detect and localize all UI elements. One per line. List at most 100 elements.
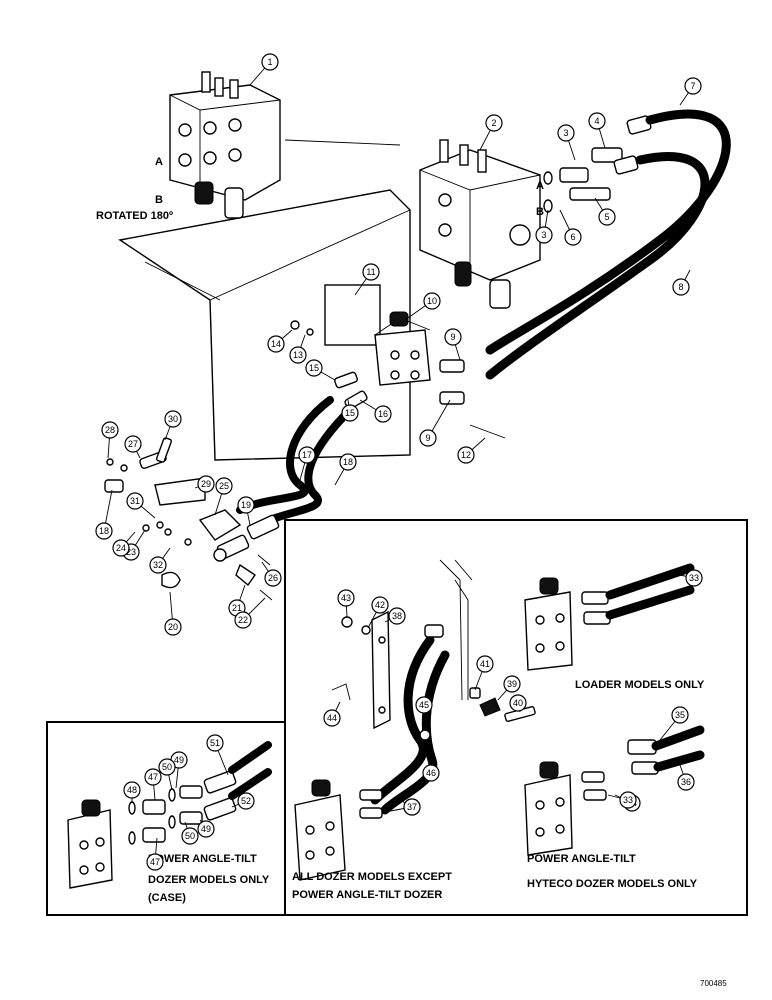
callout-number: 4 (594, 116, 599, 126)
callout-number: 33 (689, 573, 699, 583)
dozer-inset-parts (294, 559, 536, 881)
callout-10: 10 (404, 292, 441, 321)
callout-8: 8 (672, 269, 691, 296)
callout-17: 17 (298, 446, 316, 481)
callout-number: 41 (480, 659, 490, 669)
callout-26: 26 (261, 561, 282, 587)
callout-15: 15 (305, 359, 336, 381)
callout-number: 28 (105, 425, 115, 435)
divider-block (290, 284, 506, 439)
callout-35: 35 (659, 706, 689, 741)
callout-number: 30 (168, 414, 178, 424)
callout-49: 49 (197, 819, 215, 838)
callout-number: 31 (130, 496, 140, 506)
callout-number: 40 (513, 698, 523, 708)
callout-number: 5 (604, 212, 609, 222)
rotated-label: ROTATED 180º (96, 210, 173, 222)
callout-number: 24 (116, 543, 126, 553)
callout-20: 20 (164, 591, 182, 636)
callout-31: 31 (126, 492, 156, 519)
callout-37: 37 (384, 798, 421, 816)
callout-number: 52 (241, 796, 251, 806)
callout-7: 7 (679, 77, 702, 106)
control-valve (419, 139, 541, 309)
callout-22: 22 (234, 597, 266, 629)
loader-label: LOADER MODELS ONLY (575, 679, 705, 691)
callout-50: 50 (181, 821, 199, 845)
hoses-7-8 (485, 109, 731, 380)
coupling-assembly (104, 437, 280, 601)
callout-number: 1 (267, 57, 272, 67)
callout-number: 12 (461, 450, 471, 460)
callout-number: 27 (128, 439, 138, 449)
callout-18: 18 (95, 489, 113, 540)
callout-number: 7 (690, 81, 695, 91)
callout-number: 23 (126, 547, 136, 557)
callout-number: 16 (378, 409, 388, 419)
callout-number: 10 (427, 296, 437, 306)
callout-5: 5 (594, 197, 616, 226)
callout-number: 32 (153, 560, 163, 570)
callout-51: 51 (206, 734, 229, 776)
callout-number: 15 (309, 363, 319, 373)
callout-41: 41 (474, 655, 494, 691)
callout-layer: 1234567891011121314151617181920212223242… (95, 53, 703, 871)
dozer-label-1: ALL DOZER MODELS EXCEPT (292, 871, 452, 883)
callout-number: 43 (341, 593, 351, 603)
callout-number: 51 (210, 738, 220, 748)
case-label-2: DOZER MODELS ONLY (148, 874, 270, 886)
port-b-label-right: B (536, 206, 544, 218)
callout-number: 48 (127, 785, 137, 795)
callout-36: 36 (677, 764, 695, 791)
callout-14: 14 (267, 329, 293, 353)
callout-16: 16 (359, 399, 392, 423)
callout-number: 9 (450, 332, 455, 342)
port-a-label-left: A (155, 156, 163, 168)
callout-13: 13 (289, 334, 307, 364)
callout-48: 48 (123, 781, 141, 803)
callout-33: 33 (679, 569, 703, 587)
callout-number: 14 (271, 339, 281, 349)
callout-number: 33 (623, 795, 633, 805)
hyteco-label-2: HYTECO DOZER MODELS ONLY (527, 878, 698, 890)
callout-9: 9 (419, 399, 451, 447)
callout-number: 35 (675, 710, 685, 720)
port-a-label-right: A (536, 180, 544, 192)
callout-number: 15 (345, 408, 355, 418)
callout-3: 3 (535, 209, 553, 244)
callout-number: 39 (507, 679, 517, 689)
callout-number: 22 (238, 615, 248, 625)
callout-43: 43 (337, 589, 355, 618)
callout-number: 42 (375, 600, 385, 610)
callout-number: 47 (148, 772, 158, 782)
callout-number: 46 (426, 768, 436, 778)
callout-number: 25 (219, 481, 229, 491)
callout-number: 49 (201, 824, 211, 834)
callout-47: 47 (144, 768, 162, 801)
callout-40: 40 (509, 694, 527, 713)
callout-number: 45 (419, 700, 429, 710)
callout-50: 50 (158, 758, 176, 791)
callout-12: 12 (457, 437, 486, 464)
callout-2: 2 (479, 114, 503, 151)
callout-number: 26 (268, 573, 278, 583)
callout-number: 50 (185, 831, 195, 841)
callout-3: 3 (557, 124, 576, 161)
callout-24: 24 (112, 531, 136, 557)
callout-45: 45 (415, 696, 433, 729)
callout-30: 30 (164, 410, 182, 441)
callout-number: 11 (366, 267, 375, 277)
callout-number: 17 (302, 450, 312, 460)
callout-number: 49 (174, 755, 184, 765)
callout-number: 8 (678, 282, 683, 292)
dozer-label-2: POWER ANGLE-TILT DOZER (292, 889, 442, 901)
callout-44: 44 (323, 701, 341, 727)
case-inset-parts (67, 741, 272, 889)
callout-21: 21 (228, 584, 246, 617)
callout-number: 18 (99, 526, 109, 536)
callout-number: 21 (232, 603, 242, 613)
hoses-16-17 (236, 396, 354, 529)
hyteco-inset-parts (524, 725, 705, 856)
callout-number: 9 (425, 433, 430, 443)
